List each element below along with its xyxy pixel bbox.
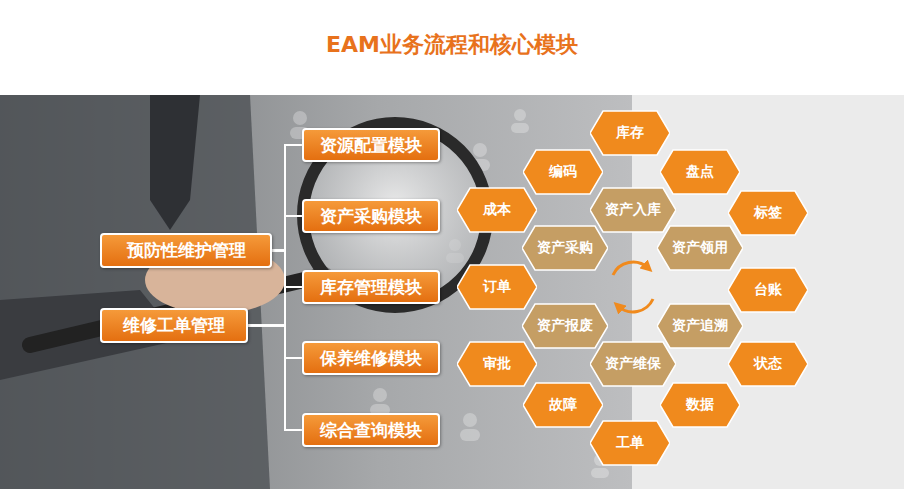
hexagon-fill (657, 226, 743, 270)
hexagon-fill (728, 268, 808, 312)
hexagon-fill (523, 150, 603, 194)
diagram-title: EAM业务流程和核心模块 (0, 30, 904, 60)
node-label: 故障 (549, 396, 577, 414)
node-label: 数据 (686, 396, 714, 414)
hexagon-node: 标签 (728, 190, 808, 236)
hexagon-node: 资产入库 (590, 187, 676, 233)
hexagon-fill (728, 191, 808, 235)
node-label: 保养维修模块 (320, 347, 422, 370)
bracket-connector (272, 145, 302, 251)
module-box: 资产采购模块 (302, 199, 440, 233)
bracket-connector (272, 216, 302, 251)
node-label: 资产维保 (605, 355, 661, 373)
module-box: 保养维修模块 (302, 341, 440, 375)
bracket-connector (272, 251, 302, 431)
hexagon-node: 审批 (457, 341, 537, 387)
hexagon-node: 故障 (523, 382, 603, 428)
hexagon-fill (522, 226, 608, 270)
hexagon-node: 数据 (660, 382, 740, 428)
node-label: 资产追溯 (672, 317, 728, 335)
hexagon-node: 订单 (457, 264, 537, 310)
hexagon-fill (660, 383, 740, 427)
node-label: 预防性维护管理 (127, 239, 246, 262)
node-label: 状态 (754, 355, 782, 373)
node-label: 资产采购 (537, 239, 593, 257)
hexagon-fill (457, 342, 537, 386)
node-label: 资产报废 (537, 317, 593, 335)
node-label: 编码 (549, 163, 577, 181)
tie (150, 95, 200, 230)
hexagon-fill (660, 150, 740, 194)
node-label: 成本 (483, 201, 511, 219)
photo-ground (0, 95, 632, 489)
bracket-connector (248, 326, 302, 359)
node-label: 资产采购模块 (320, 205, 422, 228)
node-label: 盘点 (686, 163, 714, 181)
hexagon-node: 编码 (523, 149, 603, 195)
people-icons (290, 109, 609, 478)
hexagon-node: 盘点 (660, 149, 740, 195)
node-label: 审批 (483, 355, 511, 373)
hexagon-fill (590, 111, 670, 155)
node-label: 库存 (616, 124, 644, 142)
node-label: 标签 (754, 204, 782, 222)
node-label: 台账 (754, 281, 782, 299)
module-box: 库存管理模块 (302, 270, 440, 304)
hexagon-node: 台账 (728, 267, 808, 313)
hexagon-node: 成本 (457, 187, 537, 233)
hexagon-fill (457, 265, 537, 309)
module-box: 综合查询模块 (302, 413, 440, 447)
hexagon-node: 资产维保 (590, 341, 676, 387)
hexagon-node: 资产追溯 (657, 303, 743, 349)
cycle-arrow (618, 299, 653, 312)
cycle-arrow (613, 262, 648, 275)
panel-ground (632, 95, 904, 489)
hexagon-fill (522, 304, 608, 348)
module-box: 资源配置模块 (302, 128, 440, 162)
hexagon-fill (590, 421, 670, 465)
node-label: 综合查询模块 (320, 419, 422, 442)
hexagon-node: 库存 (590, 110, 670, 156)
bracket-connector (272, 251, 302, 359)
hexagon-fill (728, 342, 808, 386)
hexagon-node: 资产报废 (522, 303, 608, 349)
hexagon-node: 资产采购 (522, 225, 608, 271)
node-label: 资产入库 (605, 201, 661, 219)
module-box: 预防性维护管理 (100, 233, 272, 268)
bracket-connector (248, 326, 302, 431)
hexagon-fill (523, 383, 603, 427)
hexagon-node: 状态 (728, 341, 808, 387)
node-label: 库存管理模块 (320, 276, 422, 299)
bracket-connector (248, 287, 302, 326)
hexagon-node: 资产领用 (657, 225, 743, 271)
hexagon-fill (590, 342, 676, 386)
hexagon-node: 工单 (590, 420, 670, 466)
hexagon-fill (657, 304, 743, 348)
hexagon-fill (457, 188, 537, 232)
node-label: 维修工单管理 (123, 314, 225, 337)
node-label: 资产领用 (672, 239, 728, 257)
node-label: 资源配置模块 (320, 134, 422, 157)
hexagon-fill (590, 188, 676, 232)
node-label: 订单 (483, 278, 511, 296)
module-box: 维修工单管理 (100, 308, 248, 343)
node-label: 工单 (616, 434, 644, 452)
bracket-connector (272, 251, 302, 288)
